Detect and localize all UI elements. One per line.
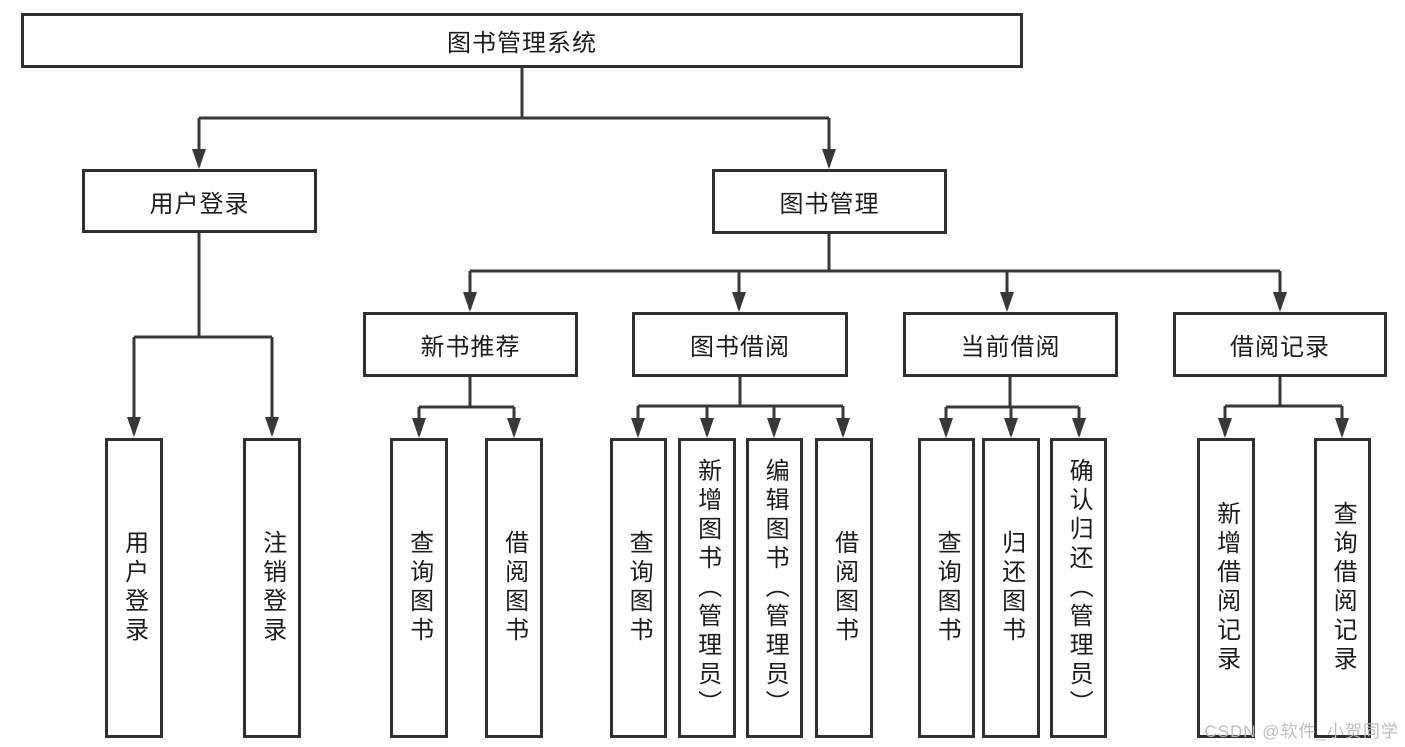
node-add-borrow-record: 新增借阅记录: [1197, 438, 1255, 738]
node-label: 编辑图书（管理员）: [761, 457, 789, 719]
arrowhead: [700, 418, 714, 438]
node-new-book-recommendation: 新书推荐: [363, 312, 578, 377]
node-borrow-books-recommend: 借阅图书: [485, 438, 543, 738]
node-borrow-books-leaf: 借阅图书: [815, 438, 873, 738]
node-return-books: 归还图书: [982, 438, 1040, 738]
arrowhead: [1072, 418, 1086, 438]
node-current-borrowing: 当前借阅: [903, 312, 1118, 377]
node-label: 查询图书: [625, 530, 653, 646]
node-label: 查询图书: [405, 530, 433, 646]
arrowhead: [1218, 418, 1232, 438]
node-user-login-leaf: 用户登录: [105, 438, 163, 738]
node-query-books-recommend: 查询图书: [390, 438, 448, 738]
arrowhead: [836, 418, 850, 438]
node-edit-books-admin: 编辑图书（管理员）: [746, 438, 803, 738]
node-logout-leaf: 注销登录: [243, 438, 301, 738]
node-label: 新增图书（管理员）: [693, 457, 721, 719]
arrowhead: [822, 149, 836, 169]
arrowhead: [1004, 418, 1018, 438]
node-label: 注销登录: [258, 530, 286, 646]
arrowhead: [265, 417, 279, 437]
arrowhead: [1000, 292, 1014, 312]
connector-book-management: [468, 234, 1282, 309]
connector-new-book: [417, 377, 516, 435]
node-label: 确认归还（管理员）: [1065, 457, 1093, 719]
arrowhead: [192, 149, 206, 169]
arrowheads: [127, 149, 1349, 438]
arrowhead: [1273, 292, 1287, 312]
node-label: 借阅图书: [830, 530, 858, 646]
connector-root: [197, 68, 831, 166]
connector-user-login: [132, 233, 274, 434]
arrowhead: [1335, 418, 1349, 438]
node-label: 查询图书: [933, 530, 961, 646]
node-label: 归还图书: [997, 530, 1025, 646]
node-label: 借阅图书: [500, 530, 528, 646]
arrowhead: [412, 418, 426, 438]
connector-borrowing-records: [1223, 377, 1344, 435]
arrowhead: [939, 418, 953, 438]
node-label: 用户登录: [120, 530, 148, 646]
node-query-books-borrow: 查询图书: [610, 438, 667, 738]
arrowhead: [767, 418, 781, 438]
node-book-borrowing: 图书借阅: [632, 312, 848, 377]
node-query-borrow-record: 查询借阅记录: [1314, 438, 1371, 738]
node-query-books-current: 查询图书: [918, 438, 975, 738]
node-borrowing-records: 借阅记录: [1173, 312, 1387, 377]
connector-book-borrowing: [636, 377, 845, 435]
node-user-login: 用户登录: [82, 169, 317, 233]
watermark: CSDN @软件_小贺同学: [1204, 722, 1399, 741]
arrowhead: [463, 292, 477, 312]
node-book-management: 图书管理: [712, 169, 947, 234]
arrowhead: [127, 417, 141, 437]
arrowhead: [732, 292, 746, 312]
arrowhead: [631, 418, 645, 438]
node-label: 新增借阅记录: [1212, 501, 1240, 675]
node-label: 查询借阅记录: [1329, 501, 1357, 675]
node-confirm-return-admin: 确认归还（管理员）: [1050, 438, 1107, 738]
arrowhead: [507, 418, 521, 438]
node-add-books-admin: 新增图书（管理员）: [678, 438, 736, 738]
node-library-system: 图书管理系统: [21, 13, 1023, 68]
